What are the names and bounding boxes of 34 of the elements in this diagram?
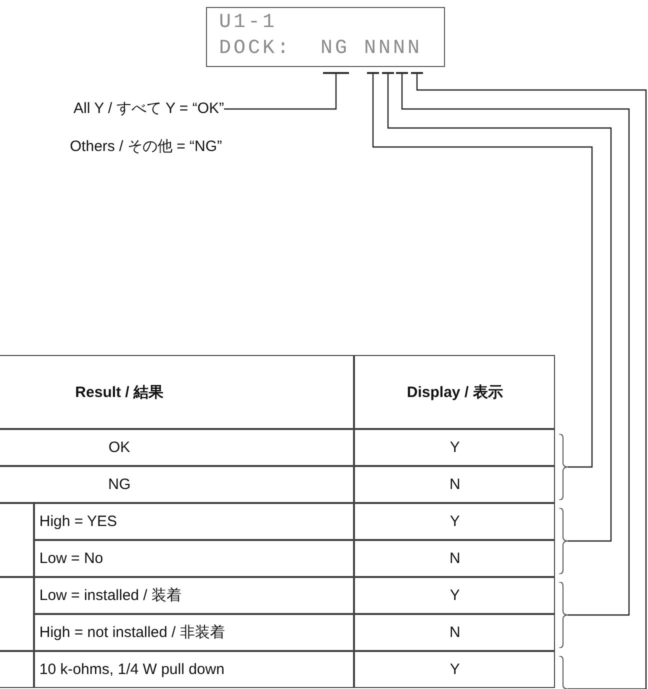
table-cell: Result / 結果 xyxy=(0,355,354,430)
table-cell: Display / 表示 xyxy=(354,355,556,430)
curly-brace xyxy=(558,508,568,574)
leader-line xyxy=(416,74,647,689)
table-cell: Y xyxy=(354,651,556,688)
table-cell: NG xyxy=(0,466,354,504)
table-cell: High = not installed / 非装着 xyxy=(34,614,354,652)
curly-brace xyxy=(558,434,568,500)
leader-line xyxy=(372,74,593,468)
underline-mark xyxy=(396,72,408,74)
display-text: DOCK: NG NNNN xyxy=(219,36,424,62)
note-text: All Y / すべて Y = “OK” xyxy=(10,99,224,119)
display-text: U1-1 xyxy=(219,10,278,36)
curly-brace xyxy=(558,582,568,648)
note-text: Others / その他 = “NG” xyxy=(68,137,222,157)
leader-line xyxy=(401,74,630,616)
table-cell: Y xyxy=(354,503,556,540)
underline-mark xyxy=(382,72,394,74)
table-cell: N xyxy=(354,540,556,578)
table-cell: Low = No xyxy=(34,540,354,578)
table-cell: 10 k-ohms, 1/4 W pull down xyxy=(34,651,354,688)
table-cell: Low = installed / 装着 xyxy=(34,577,354,614)
underline-mark xyxy=(411,72,423,74)
table-cell: Y xyxy=(354,429,556,466)
lcd-display xyxy=(206,7,445,67)
table-cell: OK xyxy=(0,429,354,466)
leader-line xyxy=(387,74,612,542)
underline-mark xyxy=(367,72,379,74)
table-cell: Y xyxy=(354,577,556,614)
table-cell: N xyxy=(354,614,556,652)
table-cell: N xyxy=(354,466,556,504)
table-cell: High = YES xyxy=(34,503,354,540)
underline-mark xyxy=(323,72,349,74)
leader-line xyxy=(224,74,337,110)
